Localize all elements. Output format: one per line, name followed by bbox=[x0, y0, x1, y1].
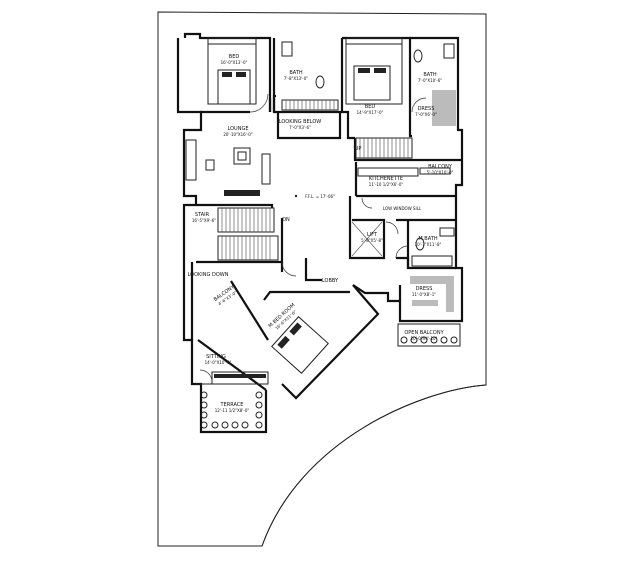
room-dress1-name: DRESS bbox=[418, 106, 435, 112]
room-bath1-name: BATH bbox=[289, 70, 303, 76]
room-looking-below-dim: 7'-0"X3'-6" bbox=[289, 125, 311, 130]
low-window-label: LOW WINDOW SILL bbox=[383, 206, 422, 211]
room-mbath-name: M.BATH bbox=[418, 236, 437, 242]
room-stair-dim: 16'-5"X9'-6" bbox=[192, 218, 216, 223]
room-lift-dim: 5'-8"X5'-8" bbox=[361, 238, 383, 243]
room-terrace-name: TERRACE bbox=[220, 402, 244, 408]
room-mbath-dim: 10'-7"X11'-8" bbox=[415, 242, 442, 247]
room-labels: BED 16'-0"X13'-0" BATH 7'-8"X13'-0" BED … bbox=[188, 54, 454, 413]
looking-below-rail bbox=[281, 99, 339, 111]
room-lounge-name: LOUNGE bbox=[228, 126, 249, 132]
room-bath2-name: BATH bbox=[423, 72, 437, 78]
bed-1 bbox=[207, 37, 257, 105]
lift-shaft bbox=[351, 221, 383, 257]
sitting-sofa bbox=[211, 371, 269, 385]
plot-boundary bbox=[157, 11, 487, 547]
room-balcony1-dim: 5'-10"X10'-0" bbox=[427, 170, 454, 175]
room-balcony1-name: BALCONY bbox=[428, 164, 453, 170]
room-bed1-dim: 16'-0"X13'-0" bbox=[221, 60, 248, 65]
room-kitchenette-dim: 11'-10 1/2"X6'-0" bbox=[369, 182, 404, 187]
room-lobby-name: LOBBY bbox=[322, 278, 339, 284]
terrace-planters bbox=[200, 391, 263, 429]
room-stair-name: STAIR bbox=[195, 212, 210, 218]
room-dress2-name: DRESS bbox=[416, 286, 433, 292]
interior-walls bbox=[190, 94, 462, 341]
room-kitchenette-name: KITCHENETTE bbox=[369, 176, 403, 182]
room-lift-name: LIFT bbox=[367, 232, 378, 238]
stair-treads bbox=[217, 137, 413, 261]
room-lounge-dim: 20'-10"X16'-0" bbox=[223, 132, 252, 137]
room-bed1-name: BED bbox=[229, 54, 240, 60]
level-annotation: F.F.L. = 17'-06" bbox=[305, 194, 335, 199]
dn-label: DN bbox=[282, 217, 290, 223]
wardrobes bbox=[410, 90, 456, 312]
room-sitting-dim: 14'-0"X10'-0" bbox=[205, 360, 232, 365]
room-terrace-dim: 12'-11 1/2"X8'-0" bbox=[215, 408, 250, 413]
room-bath1-dim: 7'-8"X13'-0" bbox=[284, 76, 308, 81]
bed-2 bbox=[345, 37, 403, 105]
room-open-balcony-name: OPEN BALCONY bbox=[404, 330, 444, 336]
room-dress2-dim: 11'-0"X8'-1" bbox=[412, 292, 436, 297]
room-bath2-dim: 7'-0"X10'-6" bbox=[418, 78, 442, 83]
room-dress1-dim: 7'-0"X6'-0" bbox=[415, 112, 437, 117]
plan-annotations: F.F.L. = 17'-06" UP DN LOW WINDOW SILL bbox=[282, 146, 422, 223]
room-bed2-dim: 14'-9"X17'-0" bbox=[357, 110, 384, 115]
open-balcony-planters bbox=[397, 323, 461, 347]
door-swings bbox=[199, 93, 427, 383]
room-looking-below-name: LOOKING BELOW bbox=[279, 119, 322, 125]
master-bed bbox=[271, 316, 329, 374]
room-bed2-name: BED bbox=[365, 104, 376, 110]
bath-fixtures bbox=[281, 41, 455, 267]
up-label: UP bbox=[355, 146, 362, 152]
room-open-balcony-dim: 10'-0"X4'-10" bbox=[411, 336, 438, 341]
room-looking-down-name: LOOKING DOWN bbox=[188, 272, 229, 278]
room-sitting-name: SITTING bbox=[206, 354, 226, 360]
lounge-seating bbox=[185, 139, 271, 196]
